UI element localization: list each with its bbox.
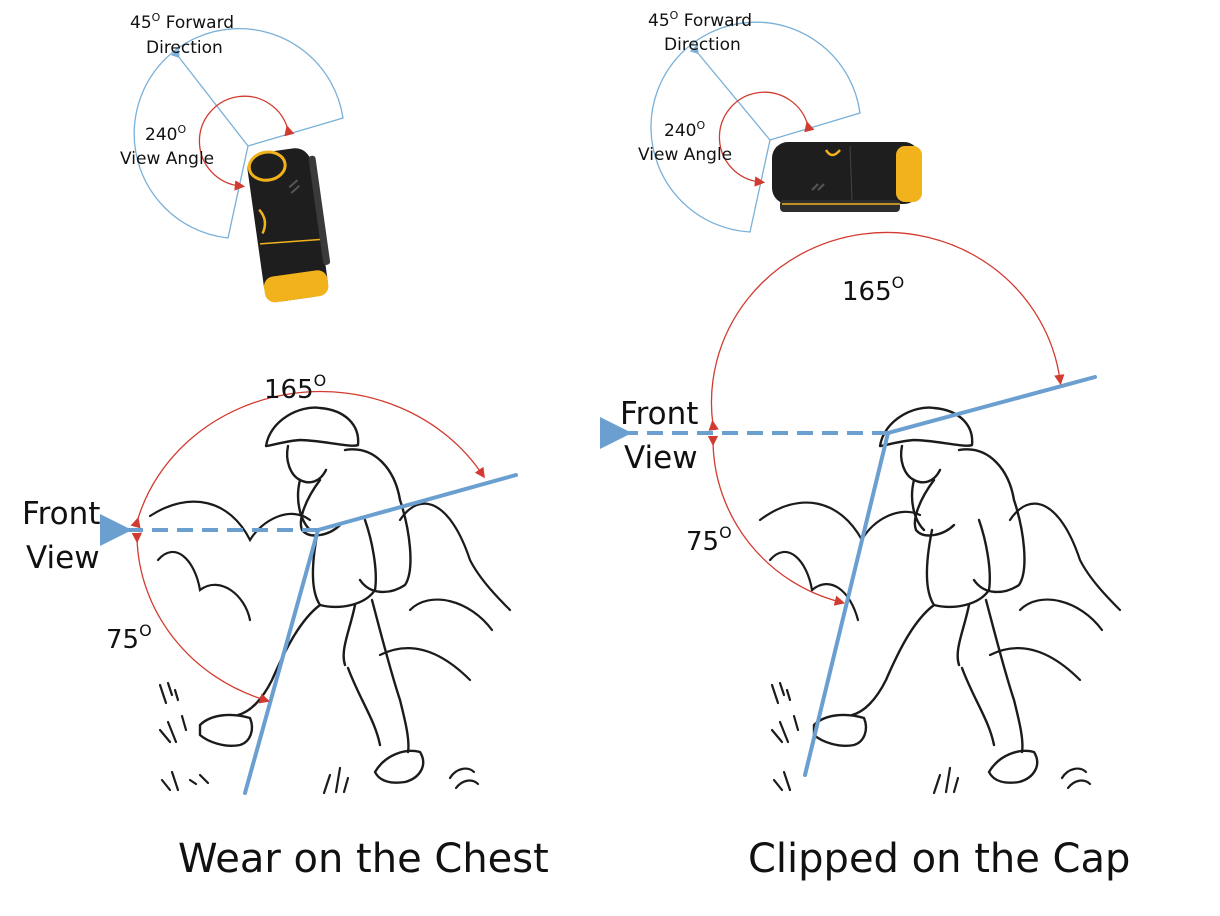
chest-view-angle-arc bbox=[198, 95, 295, 191]
chest-top-diagram: 45O Forward Direction 240O View Angle bbox=[120, 11, 344, 303]
chest-direction-text: Direction bbox=[146, 38, 223, 58]
cap-view-angle-value: 240O bbox=[664, 119, 705, 141]
cap-view-angle-arc bbox=[718, 91, 815, 187]
cap-lower-angle-text: 75O bbox=[686, 523, 732, 557]
chest-view-angle-value: 240O bbox=[145, 123, 186, 145]
chest-upper-angle-arc bbox=[130, 390, 485, 529]
chest-view-fan bbox=[133, 28, 344, 239]
cap-view-fan bbox=[650, 21, 861, 233]
chest-camera-device bbox=[247, 148, 331, 303]
cap-view-text: View bbox=[624, 440, 698, 476]
cap-upper-angle-text: 165O bbox=[842, 273, 904, 307]
cap-upper-angle-arc bbox=[708, 231, 1065, 431]
cap-front-text: Front bbox=[620, 396, 698, 432]
cap-lower-angle-arc bbox=[707, 435, 846, 606]
chest-lower-bound-line bbox=[243, 528, 320, 795]
chest-hiker-scene bbox=[148, 406, 512, 795]
cap-direction-text: Direction bbox=[664, 35, 741, 55]
cap-top-diagram: 45O Forward Direction 240O View Angle bbox=[638, 9, 922, 233]
chest-caption: Wear on the Chest bbox=[178, 836, 549, 882]
chest-upper-bound-line bbox=[316, 473, 518, 532]
cap-view-angle-label: View Angle bbox=[638, 145, 732, 165]
chest-view-text: View bbox=[26, 540, 100, 576]
cap-lower-bound-line bbox=[803, 431, 890, 777]
chest-forward-text: 45O Forward bbox=[130, 11, 234, 33]
cap-forward-line bbox=[689, 44, 771, 141]
chest-lower-angle-arc bbox=[131, 532, 270, 704]
cap-forward-text: 45O Forward bbox=[648, 9, 752, 31]
cap-view-geometry: 165O 75O Front View bbox=[600, 231, 1097, 777]
cap-upper-bound-line bbox=[886, 375, 1097, 435]
chest-view-geometry: 165O 75O Front View bbox=[22, 371, 518, 795]
cap-camera-device bbox=[772, 142, 922, 212]
chest-upper-angle-text: 165O bbox=[264, 371, 326, 405]
chest-view-angle-label: View Angle bbox=[120, 149, 214, 169]
chest-front-text: Front bbox=[22, 496, 100, 532]
chest-lower-angle-text: 75O bbox=[106, 621, 152, 655]
cap-caption: Clipped on the Cap bbox=[748, 836, 1130, 882]
chest-forward-line bbox=[170, 48, 249, 147]
